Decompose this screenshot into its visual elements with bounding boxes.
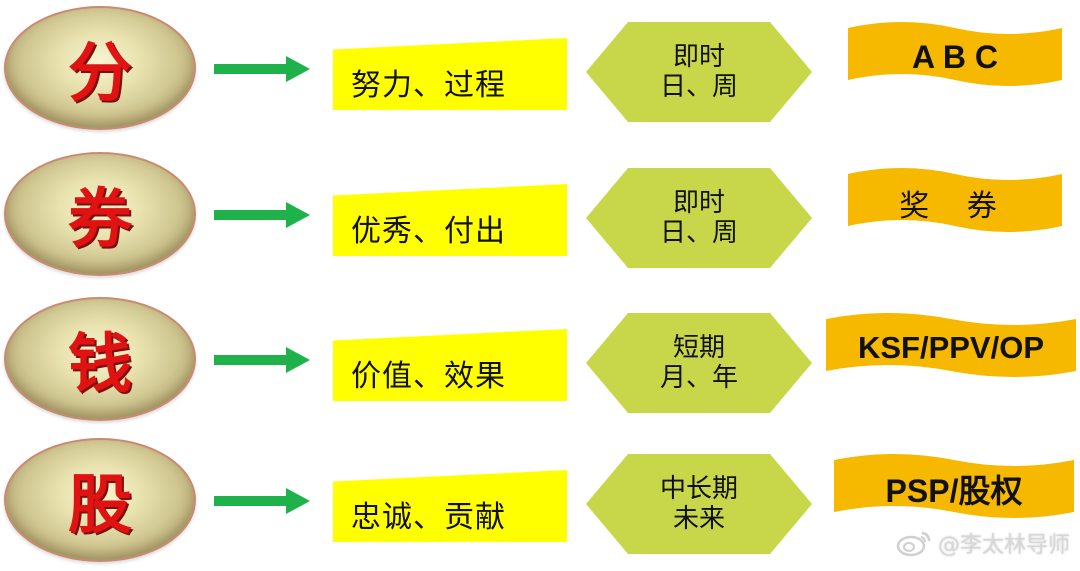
meaning-box-2: 优秀、付出 — [333, 184, 567, 256]
diagram-row-4: 股 忠诚、贡献 中长期 未来 PSP/股权 — [0, 432, 1080, 562]
meaning-box-4: 忠诚、贡献 — [333, 470, 567, 542]
arrow-right-icon — [214, 488, 310, 514]
reward-banner-2 — [848, 168, 1062, 232]
reward-text-3: KSF/PPV/OP — [857, 330, 1045, 365]
category-ellipse-1: 分 — [4, 6, 196, 130]
timing-text-2: 即时 日、周 — [586, 168, 812, 268]
meaning-text-1: 努力、过程 — [351, 68, 506, 103]
diagram-row-2: 券 优秀、付出 即时 日、周 奖 券 — [0, 146, 1080, 276]
timing-text-1: 即时 日、周 — [586, 22, 812, 122]
timing-line-2b: 日、周 — [659, 218, 738, 248]
arrow-right-icon — [214, 347, 310, 373]
category-char-2: 券 — [68, 183, 132, 257]
reward-text-4: PSP/股权 — [885, 473, 1023, 509]
category-ellipse-4: 股 — [4, 438, 196, 562]
watermark: @李太林导师 — [896, 527, 1070, 559]
meaning-text-4: 忠诚、贡献 — [351, 500, 506, 535]
category-ellipse-2: 券 — [4, 152, 196, 276]
timing-text-4: 中长期 未来 — [586, 454, 812, 554]
timing-hexagon-3 — [586, 313, 812, 413]
reward-banner-text-wrap-2: 奖 券 — [848, 168, 1062, 238]
arrow-right-icon — [214, 56, 310, 82]
reward-banner-3 — [826, 313, 1076, 377]
timing-line-1a: 即时 — [672, 42, 725, 72]
reward-text-2: 奖 券 — [899, 189, 1011, 224]
timing-line-2a: 即时 — [672, 188, 725, 218]
timing-line-4a: 中长期 — [659, 474, 738, 504]
timing-hexagon-1 — [586, 22, 812, 122]
diagram-row-3: 钱 价值、效果 短期 月、年 KSF/PPV/OP — [0, 291, 1080, 421]
category-ellipse-3: 钱 — [4, 297, 196, 421]
timing-text-3: 短期 月、年 — [586, 313, 812, 413]
meaning-text-3: 价值、效果 — [351, 359, 506, 394]
reward-banner-text-wrap-1: A B C — [848, 22, 1062, 92]
timing-line-4b: 未来 — [672, 504, 725, 534]
reward-banner-4 — [834, 454, 1074, 518]
watermark-text: @李太林导师 — [937, 533, 1070, 558]
category-char-3: 钱 — [68, 328, 132, 402]
arrow-right-icon — [214, 202, 310, 228]
meaning-text-2: 优秀、付出 — [351, 214, 506, 249]
diagram-row-1: 分 努力、过程 即时 日、周 A B C — [0, 0, 1080, 130]
meaning-box-1: 努力、过程 — [333, 38, 567, 110]
timing-hexagon-4 — [586, 454, 812, 554]
meaning-box-3: 价值、效果 — [333, 329, 567, 401]
weibo-icon — [896, 531, 931, 557]
timing-line-1b: 日、周 — [659, 72, 738, 102]
reward-banner-text-wrap-3: KSF/PPV/OP — [826, 313, 1076, 383]
category-char-4: 股 — [68, 469, 132, 543]
reward-banner-1 — [848, 22, 1062, 86]
timing-line-3a: 短期 — [672, 333, 725, 363]
timing-line-3b: 月、年 — [659, 363, 738, 393]
reward-banner-text-wrap-4: PSP/股权 — [834, 454, 1074, 524]
category-char-1: 分 — [68, 37, 132, 111]
reward-text-1: A B C — [912, 38, 998, 75]
timing-hexagon-2 — [586, 168, 812, 268]
